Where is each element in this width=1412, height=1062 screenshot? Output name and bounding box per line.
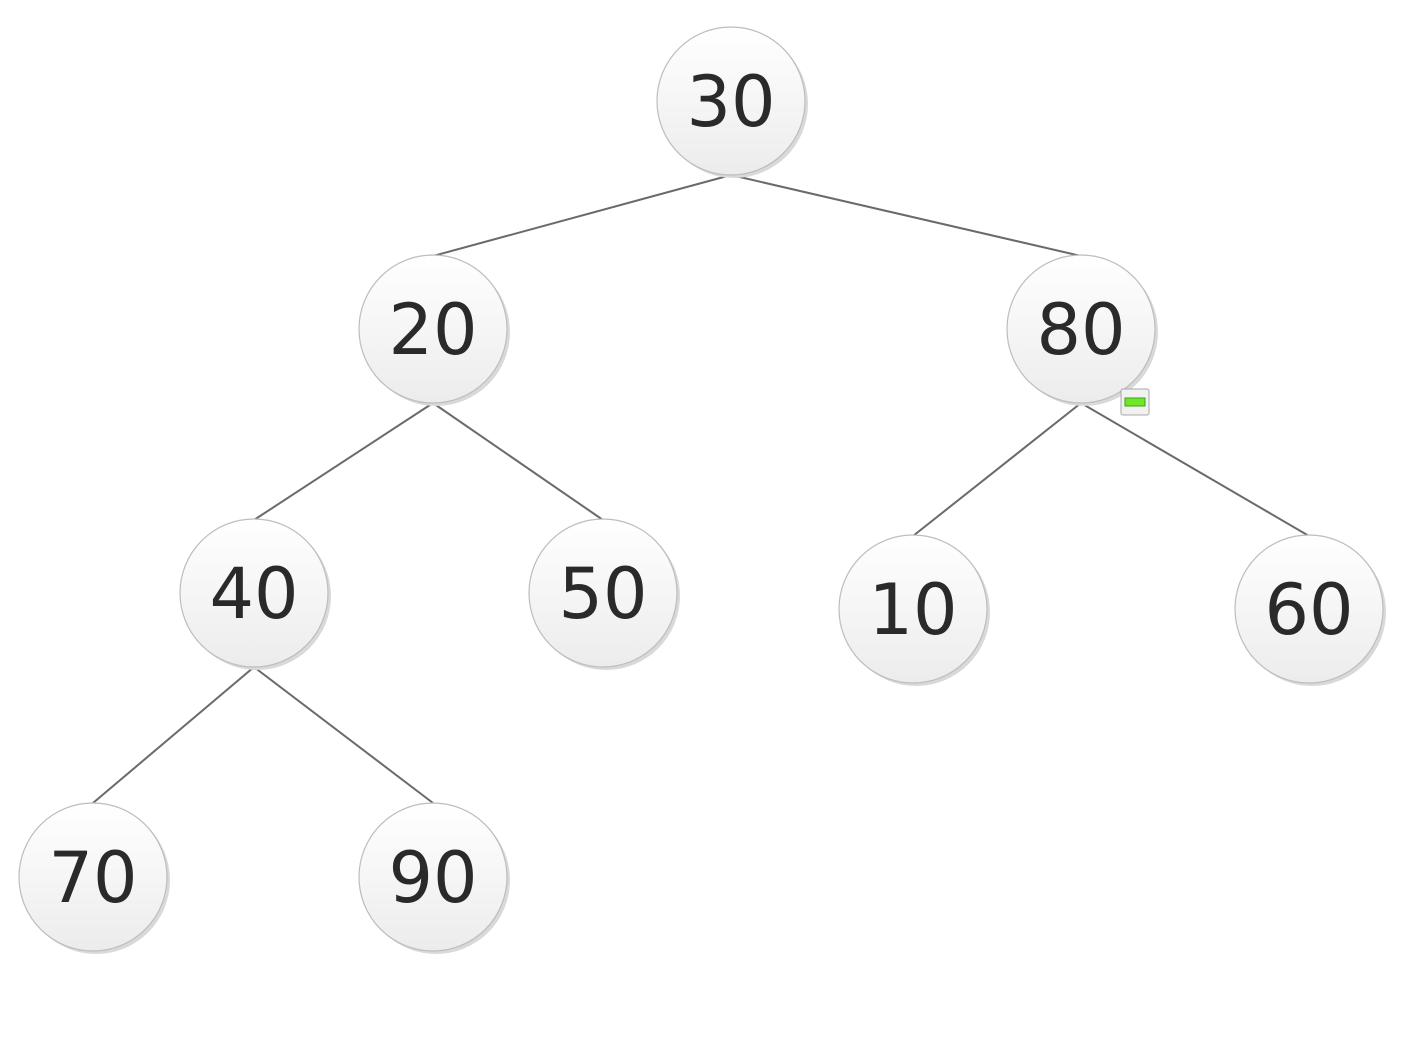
edge-30-20 [432,174,732,257]
edge-20-40 [253,402,434,521]
collapse-toggle-bar [1124,397,1146,407]
node-label: 20 [388,289,477,371]
node-circle [656,26,806,176]
tree-node-90[interactable]: 90 [358,802,510,954]
node-label: 40 [209,553,298,635]
node-circle [528,518,678,668]
node-label: 10 [868,569,957,651]
node-circle [179,518,329,668]
tree-node-10[interactable]: 10 [838,534,990,686]
tree-node-50[interactable]: 50 [528,518,680,670]
tree-node-30[interactable]: 30 [656,26,808,178]
node-label: 90 [388,837,477,919]
edge-20-50 [432,402,604,521]
tree-node-70[interactable]: 70 [18,802,170,954]
node-circle [838,534,988,684]
edge-40-90 [253,666,434,804]
node-label: 80 [1036,289,1125,371]
edge-40-70 [92,666,255,804]
tree-node-20[interactable]: 20 [358,254,510,406]
edge-30-80 [730,174,1082,257]
node-circle [1006,254,1156,404]
node-label: 30 [686,61,775,143]
edge-80-10 [912,402,1082,537]
tree-node-40[interactable]: 40 [179,518,331,670]
node-label: 60 [1264,569,1353,651]
node-label: 70 [48,837,137,919]
tree-node-60[interactable]: 60 [1234,534,1386,686]
node-circle [358,254,508,404]
node-label: 50 [558,553,647,635]
edge-80-60 [1080,402,1310,537]
edges [92,174,1310,804]
collapse-minus-icon[interactable] [1120,388,1150,416]
tree-node-80[interactable]: 80 [1006,254,1158,406]
node-circle [358,802,508,952]
node-circle [1234,534,1384,684]
node-circle [18,802,168,952]
